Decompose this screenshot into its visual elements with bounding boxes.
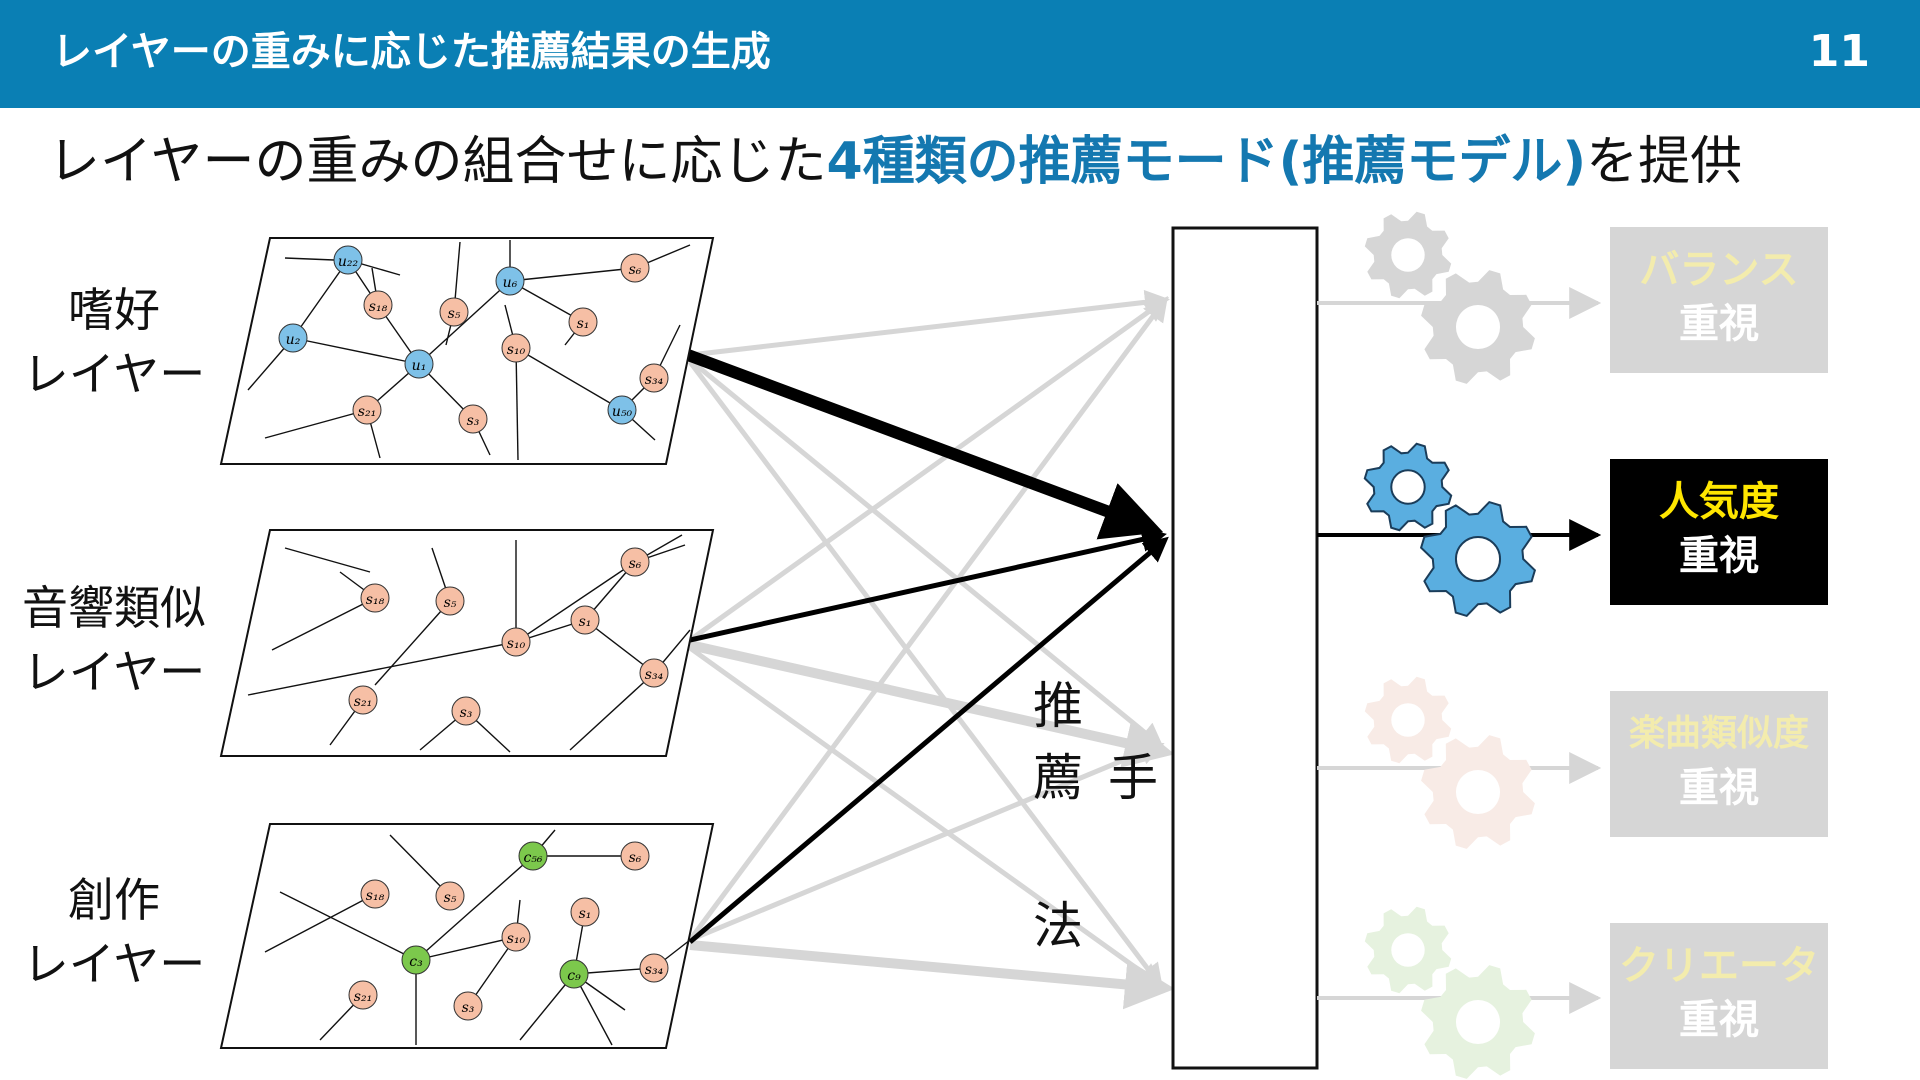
- mode-title-creator: クリエータ: [1619, 943, 1819, 989]
- mode-box-creator: [1610, 923, 1828, 1069]
- layer-label-line: レイヤー: [22, 645, 206, 699]
- mode-subtitle-balance: 重視: [1679, 301, 1759, 347]
- mode-title-similarity: 楽曲類似度: [1628, 713, 1809, 754]
- recommendation-method-box: [1171, 226, 1319, 1070]
- preference-nodes: u₂₂ s₁₈ u₆ s₆ s₅ s₁ u₂ u₁ s₁₀ s₃₄ s₂₁ s₃…: [278, 245, 669, 434]
- method-char: 薦: [1033, 749, 1083, 807]
- svg-text:u₆: u₆: [503, 275, 518, 291]
- creation-nodes: c₅₆ s₆ s₁₈ s₅ s₁ s₁₀ c₃ c₉ s₃₄ s₂₁ s₃: [348, 841, 669, 1021]
- gear-icon-small-popularity: [1363, 442, 1453, 532]
- subtitle-highlight: 4種類の推薦モード(推薦モデル): [826, 132, 1587, 192]
- preference-layer-plane: [219, 237, 715, 465]
- svg-text:s₁: s₁: [579, 906, 592, 922]
- svg-text:u₂: u₂: [286, 332, 301, 348]
- svg-text:s₁: s₁: [579, 614, 592, 630]
- gear-icon-large-similarity: [1421, 735, 1535, 849]
- gear-icon-large-creator: [1421, 965, 1535, 1079]
- gear-icon-large-popularity: [1419, 500, 1537, 618]
- header-bar: レイヤーの重みに応じた推薦結果の生成 11: [0, 0, 1920, 108]
- svg-text:s₅: s₅: [444, 890, 457, 906]
- svg-text:s₁₀: s₁₀: [507, 342, 526, 358]
- active-weight-arrows: [685, 349, 1169, 944]
- acoustic-nodes: s₆ s₁₈ s₅ s₁ s₁₀ s₃₄ s₂₁ s₃: [348, 547, 669, 726]
- svg-text:s₃₄: s₃₄: [645, 372, 664, 388]
- method-char: 推: [1033, 677, 1083, 735]
- slide-title: レイヤーの重みに応じた推薦結果の生成: [52, 29, 771, 75]
- svg-text:s₁: s₁: [577, 316, 590, 332]
- svg-text:c₉: c₉: [567, 968, 581, 984]
- gear-icon-small-creator: [1364, 906, 1452, 994]
- layer-label-preference: 嗜好 レイヤー: [14, 278, 214, 406]
- svg-text:s₆: s₆: [629, 850, 642, 866]
- gear-icon-small-similarity: [1364, 676, 1452, 764]
- layer-label-line: レイヤー: [22, 347, 206, 401]
- svg-text:c₅₆: c₅₆: [523, 850, 542, 866]
- acoustic-layer-plane: [219, 529, 715, 757]
- svg-text:c₃: c₃: [409, 954, 423, 970]
- svg-text:u₂₂: u₂₂: [338, 254, 359, 270]
- svg-text:s₆: s₆: [629, 556, 642, 572]
- svg-text:s₃: s₃: [467, 413, 480, 429]
- layer-label-line: レイヤー: [22, 937, 206, 991]
- mode-subtitle-similarity: 重視: [1679, 765, 1759, 811]
- svg-text:s₁₀: s₁₀: [507, 636, 526, 652]
- svg-text:s₃₄: s₃₄: [645, 667, 664, 683]
- method-char: 法: [1033, 897, 1083, 955]
- creation-layer-graph: c₅₆ s₆ s₁₈ s₅ s₁ s₁₀ c₃ c₉ s₃₄ s₂₁ s₃: [219, 823, 715, 1049]
- method-char: 手: [1108, 749, 1158, 807]
- svg-text:s₁₈: s₁₈: [366, 888, 385, 904]
- layer-label-line: 嗜好: [68, 283, 160, 337]
- svg-text:s₁₈: s₁₈: [369, 299, 388, 315]
- mode-title-popularity: 人気度: [1659, 479, 1779, 525]
- layer-label-line: 創作: [68, 873, 160, 927]
- gear-icon-small-balance: [1364, 211, 1452, 299]
- mode-box-similarity: [1610, 691, 1828, 837]
- svg-text:s₁₀: s₁₀: [507, 931, 526, 947]
- svg-text:s₆: s₆: [629, 262, 642, 278]
- mode-subtitle-popularity: 重視: [1679, 533, 1759, 579]
- svg-text:s₂₁: s₂₁: [358, 404, 376, 420]
- svg-text:s₃: s₃: [460, 705, 473, 721]
- svg-text:u₅₀: u₅₀: [612, 404, 633, 420]
- layer-label-line: 音響類似: [22, 581, 206, 635]
- subtitle-prefix: レイヤーの重みの組合せに応じた: [48, 132, 827, 192]
- mode-title-balance: バランス: [1639, 247, 1799, 293]
- slide-subtitle: レイヤーの重みの組合せに応じた4種類の推薦モード(推薦モデル)を提供: [48, 124, 1888, 200]
- subtitle-suffix: を提供: [1586, 132, 1743, 192]
- inactive-weight-arrows: [687, 289, 1175, 1010]
- svg-text:s₁₈: s₁₈: [366, 592, 385, 608]
- layer-label-creation: 創作 レイヤー: [14, 868, 214, 996]
- gear-icon-large-balance: [1421, 270, 1535, 384]
- svg-text:s₅: s₅: [448, 306, 461, 322]
- acoustic-layer-graph: s₆ s₁₈ s₅ s₁ s₁₀ s₃₄ s₂₁ s₃: [219, 529, 715, 757]
- svg-text:s₂₁: s₂₁: [354, 989, 372, 1005]
- creation-layer-plane: [219, 823, 715, 1049]
- page-number: 11: [1808, 26, 1870, 77]
- layer-label-acoustic: 音響類似 レイヤー: [14, 576, 214, 704]
- mode-subtitle-creator: 重視: [1679, 997, 1759, 1043]
- svg-text:u₁: u₁: [412, 358, 427, 374]
- svg-text:s₃₄: s₃₄: [645, 962, 664, 978]
- preference-layer-graph: u₂₂ s₁₈ u₆ s₆ s₅ s₁ u₂ u₁ s₁₀ s₃₄ s₂₁ s₃…: [219, 237, 715, 465]
- svg-text:s₂₁: s₂₁: [354, 694, 372, 710]
- svg-text:s₅: s₅: [444, 595, 457, 611]
- mode-box-popularity: [1610, 459, 1828, 605]
- mode-box-balance: [1610, 227, 1828, 373]
- svg-text:s₃: s₃: [462, 1000, 475, 1016]
